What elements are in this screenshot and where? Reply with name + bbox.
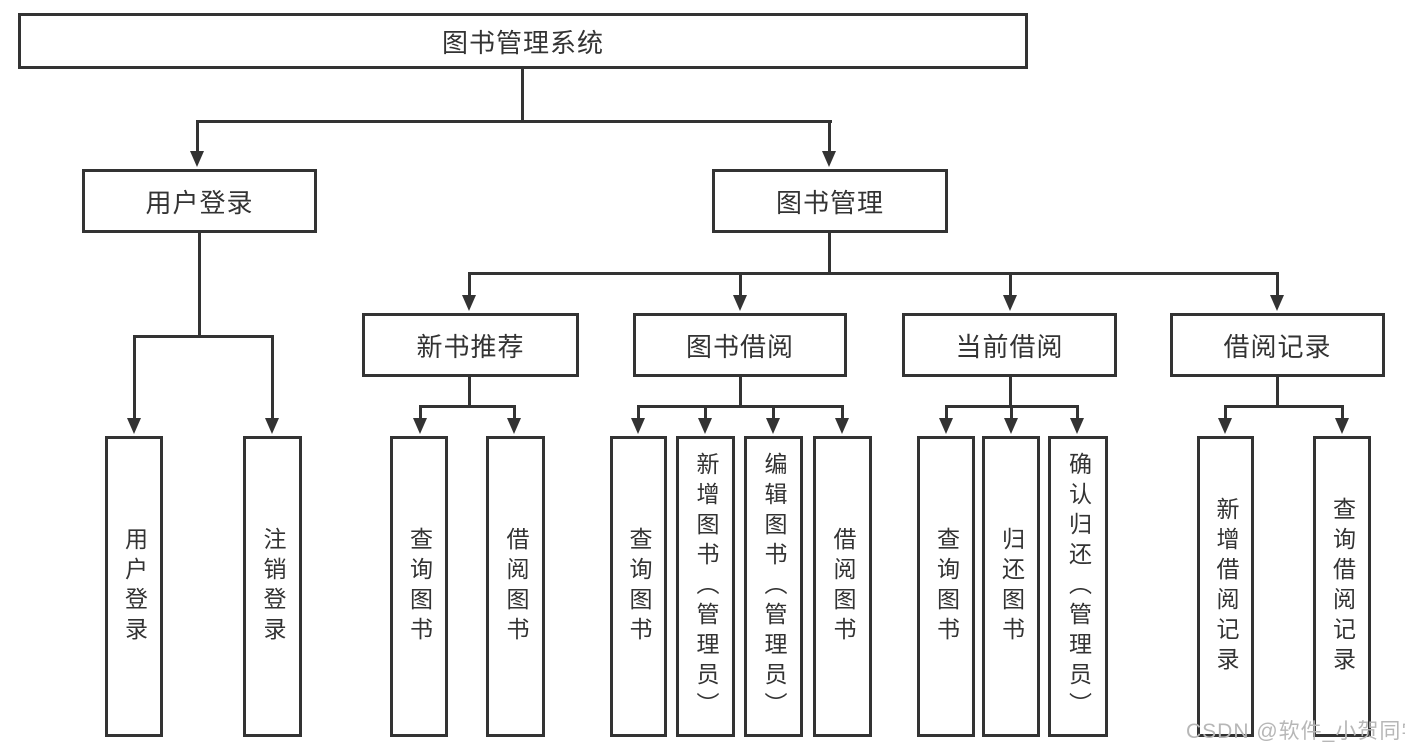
arrowhead-icon [127, 418, 141, 434]
connector-line [520, 68, 524, 123]
arrowhead-icon [835, 418, 849, 434]
leaf-label: 查询图书 [933, 526, 960, 647]
arrowhead-icon [631, 418, 645, 434]
node-current-borrow: 当前借阅 [902, 313, 1117, 377]
leaf-label: 注销登录 [260, 526, 286, 647]
leaf-label: 新增图书（管理员） [693, 451, 719, 722]
connector-line [1275, 375, 1279, 408]
arrowhead-icon [413, 418, 427, 434]
leaf-label: 确认归还（管理员） [1065, 451, 1092, 722]
connector-line [1008, 272, 1012, 296]
arrowhead-icon [507, 418, 521, 434]
arrowhead-icon [733, 295, 747, 311]
connector-line [1008, 375, 1012, 408]
leaf-node-query-book-2: 查询图书 [610, 436, 667, 737]
leaf-node-edit-book-admin: 编辑图书（管理员） [744, 436, 803, 737]
leaf-label: 查询图书 [406, 526, 433, 647]
arrowhead-icon [1003, 295, 1017, 311]
arrowhead-icon [462, 295, 476, 311]
node-book-borrow: 图书借阅 [633, 313, 847, 377]
connector-line [467, 272, 1279, 275]
connector-line [827, 231, 831, 275]
leaf-label: 用户登录 [121, 526, 148, 647]
arrowhead-icon [1335, 418, 1349, 434]
arrowhead-icon [190, 151, 204, 167]
connector-line [195, 120, 199, 153]
connector-line [944, 405, 948, 419]
connector-line [467, 272, 471, 296]
leaf-node-return-book: 归还图书 [982, 436, 1040, 737]
leaf-node-add-borrow-record: 新增借阅记录 [1197, 436, 1254, 737]
leaf-node-query-book-1: 查询图书 [390, 436, 448, 737]
leaf-label: 借阅图书 [830, 526, 856, 647]
arrowhead-icon [939, 418, 953, 434]
node-borrow-records: 借阅记录 [1170, 313, 1385, 377]
arrowhead-icon [766, 418, 780, 434]
leaf-node-user-login: 用户登录 [105, 436, 163, 737]
leaf-label: 借阅图书 [503, 526, 529, 647]
arrowhead-icon [822, 151, 836, 167]
connector-line [1275, 272, 1279, 296]
connector-line [703, 405, 707, 419]
arrowhead-icon [698, 418, 712, 434]
leaf-label: 新增借阅记录 [1213, 496, 1239, 677]
connector-line [771, 405, 775, 419]
connector-line [636, 405, 844, 408]
connector-line [270, 335, 274, 419]
connector-line [195, 120, 832, 123]
connector-line [738, 272, 742, 296]
connector-line [738, 375, 742, 408]
arrowhead-icon [1218, 418, 1232, 434]
leaf-label: 查询图书 [626, 526, 652, 647]
leaf-node-borrow-book-2: 借阅图书 [813, 436, 872, 737]
node-new-book-recommend: 新书推荐 [362, 313, 579, 377]
leaf-node-add-book-admin: 新增图书（管理员） [676, 436, 735, 737]
leaf-label: 查询借阅记录 [1329, 496, 1356, 677]
arrowhead-icon [1070, 418, 1084, 434]
leaf-node-query-book-3: 查询图书 [917, 436, 975, 737]
node-user-login: 用户登录 [82, 169, 317, 233]
connector-line [636, 405, 640, 419]
node-root: 图书管理系统 [18, 13, 1028, 69]
arrowhead-icon [265, 418, 279, 434]
connector-line [418, 405, 516, 408]
connector-line [840, 405, 844, 419]
leaf-label: 编辑图书（管理员） [761, 451, 787, 722]
connector-line [132, 335, 136, 419]
connector-line [467, 375, 471, 408]
csdn-watermark: CSDN @软件_小贺同学 [1186, 720, 1405, 743]
connector-line [1223, 405, 1227, 419]
connector-line [1075, 405, 1079, 419]
connector-line [1009, 405, 1013, 419]
leaf-node-borrow-book-1: 借阅图书 [486, 436, 545, 737]
arrowhead-icon [1004, 418, 1018, 434]
arrowhead-icon [1270, 295, 1284, 311]
leaf-node-confirm-return-admin: 确认归还（管理员） [1048, 436, 1108, 737]
connector-line [1223, 405, 1344, 408]
connector-line [827, 120, 831, 153]
connector-line [197, 231, 201, 338]
leaf-label: 归还图书 [998, 526, 1025, 647]
connector-line [512, 405, 516, 419]
leaf-node-query-borrow-record: 查询借阅记录 [1313, 436, 1371, 737]
connector-line [132, 335, 274, 338]
leaf-node-logout: 注销登录 [243, 436, 302, 737]
connector-line [418, 405, 422, 419]
node-book-management: 图书管理 [712, 169, 948, 233]
connector-line [1340, 405, 1344, 419]
